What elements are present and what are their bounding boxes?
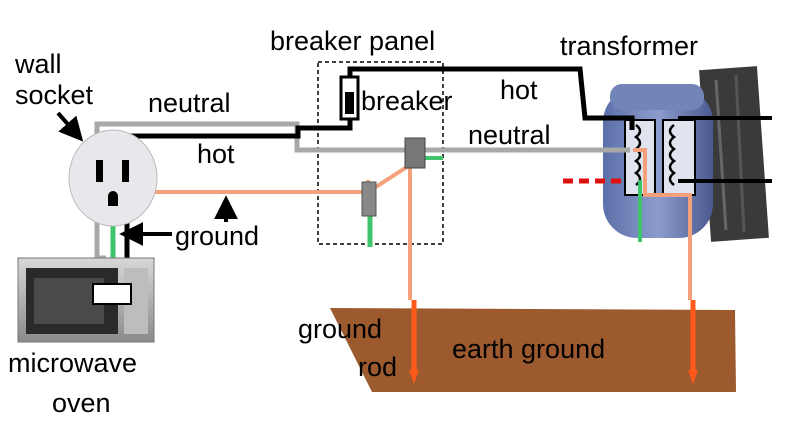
- ground-rod-transformer-tip: [688, 370, 698, 384]
- hot-right-label: hot: [500, 75, 538, 105]
- neutral-bus-bar: [404, 137, 426, 169]
- ground-rods: [409, 300, 698, 384]
- ground-bus-bar: [361, 181, 377, 217]
- wall-socket-label-line1: wall: [14, 49, 62, 79]
- ground-rod-label-line1: ground: [298, 314, 382, 344]
- breaker-switch-icon: [339, 75, 360, 121]
- ground-rod-panel-tip: [409, 370, 419, 384]
- microwave-label-line2: oven: [52, 388, 111, 418]
- microwave-label-line1: microwave: [8, 348, 137, 378]
- wall-socket-icon: [68, 129, 158, 227]
- neutral-left-label: neutral: [148, 88, 231, 118]
- earth-ground-label: earth ground: [452, 334, 605, 364]
- hot-left-label: hot: [197, 139, 235, 169]
- ground-rod-label-line2: rod: [358, 352, 397, 382]
- wall-socket-label-line2: socket: [15, 80, 94, 110]
- utility-pole: [699, 66, 769, 242]
- earth-ground-region: [330, 308, 736, 392]
- ground-left-label: ground: [175, 221, 259, 251]
- socket-pointer-arrow: [56, 111, 84, 142]
- breaker-label: breaker: [361, 86, 453, 116]
- neutral-right-label: neutral: [468, 120, 551, 150]
- transformer-ground-wire: [633, 148, 692, 300]
- transformer-label: transformer: [560, 31, 698, 61]
- breaker-panel-label: breaker panel: [270, 26, 435, 56]
- microwave-oven-icon: [17, 257, 155, 343]
